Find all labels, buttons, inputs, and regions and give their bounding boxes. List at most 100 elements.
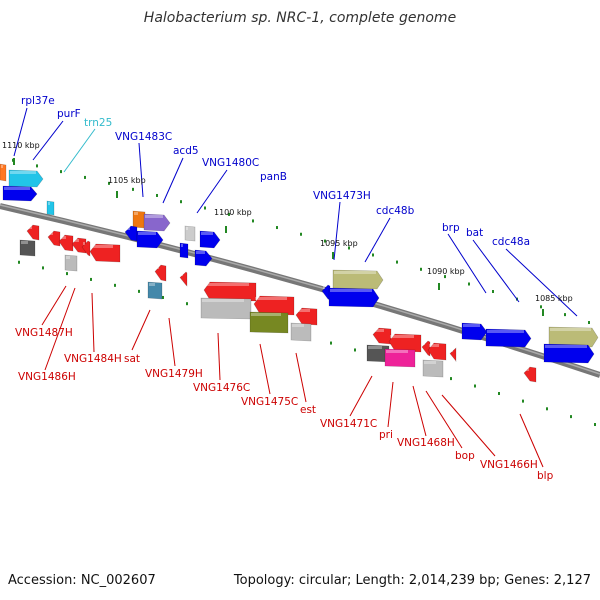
gene-label-bop[interactable]: bop	[455, 450, 475, 462]
tick-mark	[108, 181, 110, 185]
gene-label-vng1480c[interactable]: VNG1480C	[202, 157, 259, 169]
gene-vng1487h	[19, 239, 36, 257]
major-tick	[225, 226, 227, 233]
gene-label-sat[interactable]: sat	[124, 353, 140, 365]
gene-vng1476c-shine	[205, 283, 249, 286]
gene-label-panb[interactable]: panB	[260, 171, 287, 183]
reverse-label-layer: VNG1487H VNG1486H VNG1484H sat VNG1479H …	[15, 327, 554, 482]
gene-vng1487h-shine	[21, 241, 28, 244]
gene-label-vng1487h[interactable]: VNG1487H	[15, 327, 73, 339]
gene-vng1487h-a-shine	[28, 226, 32, 229]
gene-label-cdc48a[interactable]: cdc48a	[492, 236, 530, 248]
gene-sat-body	[147, 281, 163, 300]
gene-label-acd5[interactable]: acd5	[173, 145, 199, 157]
gene-partial-body	[0, 163, 7, 182]
tick-mark	[540, 305, 542, 309]
gene-layer	[0, 163, 599, 383]
gene-trn25-shine	[48, 202, 50, 205]
gene-label-bat[interactable]: bat	[466, 227, 483, 239]
gene-vng1486h-b-shine	[73, 239, 79, 242]
gene-label-vng1466h[interactable]: VNG1466H	[480, 459, 538, 471]
gene-label-cdc48b[interactable]: cdc48b	[376, 205, 415, 217]
tick-mark	[420, 267, 422, 271]
gene-bat-body	[485, 328, 532, 348]
gene-grey-1-body	[184, 225, 196, 242]
major-tick	[116, 191, 118, 198]
gene-vng1487h-a-body	[26, 224, 40, 241]
gene-label-blp[interactable]: blp	[537, 470, 554, 482]
gene-label-vng1471c[interactable]: VNG1471C	[320, 418, 377, 430]
gene-label-vng1479h[interactable]: VNG1479H	[145, 368, 203, 380]
leader-est	[295, 352, 307, 403]
scale-label: 1085 kbp	[535, 294, 573, 303]
leader-vng1466h	[441, 394, 496, 457]
gene-label-trn25[interactable]: trn25	[84, 117, 112, 129]
gene-rpl37e	[8, 169, 44, 188]
gene-label-vng1468h[interactable]: VNG1468H	[397, 437, 455, 449]
map-title: Halobacterium sp. NRC-1, complete genome	[143, 10, 457, 26]
gene-pri-a-shine	[390, 335, 414, 338]
gene-vng1479h-body	[179, 271, 188, 287]
gene-sat-shine	[149, 283, 155, 286]
gene-bat-2-body	[543, 343, 595, 364]
gene-label-brp[interactable]: brp	[442, 222, 460, 234]
gene-label-est[interactable]: est	[300, 404, 316, 416]
tick-mark	[252, 219, 254, 223]
gene-brp-shine	[463, 324, 480, 327]
tick-mark	[396, 260, 398, 264]
gene-vng1484h-b	[81, 240, 91, 257]
gene-label-vng1473h[interactable]: VNG1473H	[313, 190, 371, 202]
leader-vng1475c	[259, 343, 271, 395]
gene-vng1484h	[89, 243, 121, 263]
gene-vng1476c-b-shine	[202, 299, 244, 302]
tick-mark	[450, 377, 452, 381]
gene-vng1479h-shine	[181, 273, 183, 276]
gene-label-rpl37e[interactable]: rpl37e	[21, 95, 55, 107]
gene-label-vng1476c[interactable]: VNG1476C	[193, 382, 250, 394]
gene-pri-shine	[386, 350, 408, 353]
gene-vng1486h	[58, 234, 74, 252]
gene-vng1471c-a	[372, 327, 392, 345]
gene-acd5	[136, 230, 164, 249]
gene-acd5-a-shine	[126, 227, 130, 230]
gene-est-body	[290, 322, 312, 342]
gene-brp-body	[461, 322, 488, 341]
gene-vng1486h-a	[47, 230, 61, 247]
major-tick	[332, 252, 334, 259]
tick-mark	[468, 282, 470, 286]
gene-label-purf[interactable]: purF	[57, 108, 81, 120]
gene-vng1480c-shine	[201, 232, 213, 235]
gene-label-vng1475c[interactable]: VNG1475C	[241, 396, 298, 408]
gene-partial	[0, 163, 7, 182]
gene-label-vng1484h[interactable]: VNG1484H	[64, 353, 122, 365]
tick-mark	[84, 175, 86, 179]
gene-vng1468h-a	[421, 340, 431, 357]
gene-vng1486h-a-body	[47, 230, 61, 247]
gene-label-pri[interactable]: pri	[379, 429, 393, 441]
gene-acd5-a	[124, 225, 138, 242]
scale-label: 1095 kbp	[320, 239, 358, 248]
gene-label-vng1486h[interactable]: VNG1486H	[18, 371, 76, 383]
gene-vng1475c-shine	[255, 297, 287, 300]
gene-vng1484h-b-shine	[83, 242, 85, 245]
leader-vng1484h	[91, 292, 95, 353]
gene-label-vng1483c[interactable]: VNG1483C	[115, 131, 172, 143]
gene-brp	[461, 322, 488, 341]
gene-purf-body	[2, 185, 38, 202]
gene-acd5-shine	[138, 232, 156, 235]
gene-bat-2-shine	[545, 345, 587, 348]
tick-mark	[474, 384, 476, 388]
gene-grey-1	[184, 225, 196, 242]
gene-small-1-body	[179, 242, 189, 259]
leader-blp	[519, 413, 544, 468]
gene-small-3	[449, 347, 457, 362]
gene-pri-body	[384, 348, 416, 368]
tick-mark	[324, 239, 326, 243]
label-line-layer	[13, 107, 578, 468]
gene-vng1483c-shine	[145, 215, 163, 218]
tick-mark	[114, 283, 116, 287]
leader-vng1479h	[168, 317, 176, 367]
gene-vng1486h-shine	[60, 236, 66, 239]
tick-mark	[162, 295, 164, 299]
